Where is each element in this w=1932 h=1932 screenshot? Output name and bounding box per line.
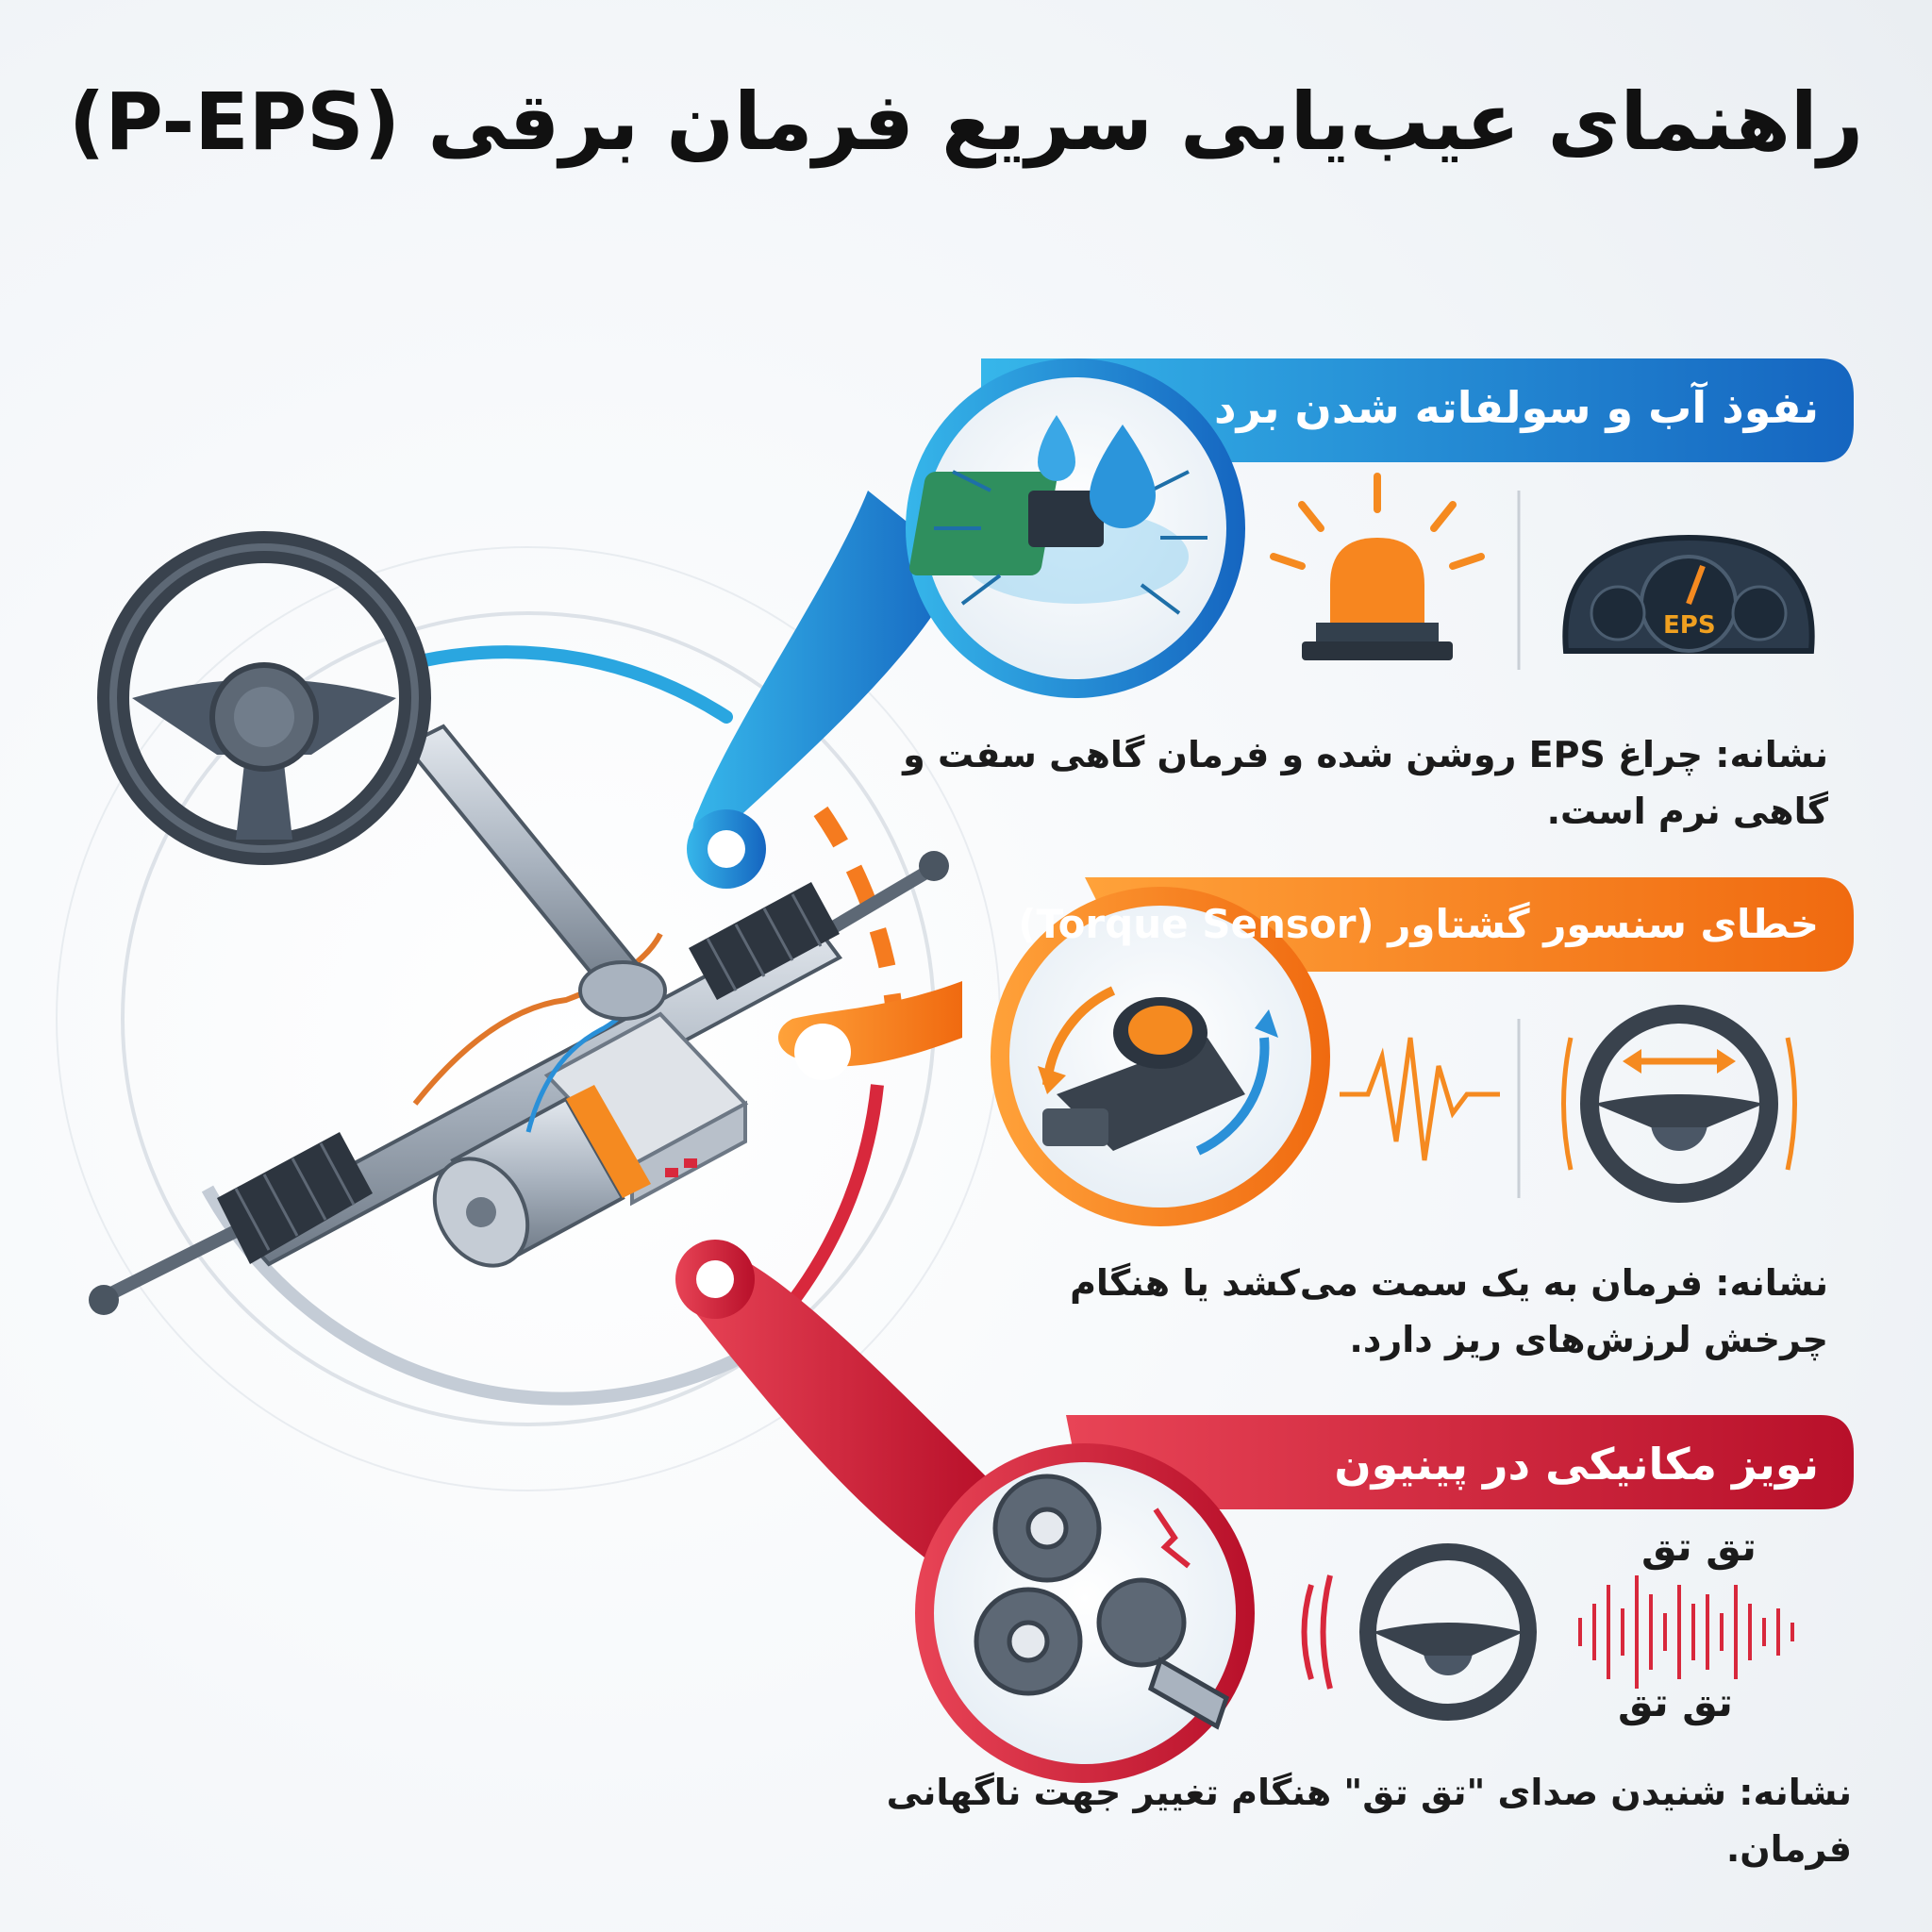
gears-icon <box>974 1474 1230 1730</box>
section-3-symptom: نشانه: شنیدن صدای "تق تق" هنگام تغییر جه… <box>814 1764 1852 1877</box>
gray-arc <box>201 1185 777 1406</box>
page-title: راهنمای عیب‌یابی سریع فرمان برقی (P-EPS) <box>68 75 1864 168</box>
red-arc <box>787 1084 884 1307</box>
sound-text-bottom: تق تق <box>1618 1679 1733 1725</box>
blue-arc <box>418 645 733 724</box>
section-2-heading: خطای سنسور گشتاور (Torque Sensor) <box>1018 901 1819 947</box>
section-1-heading: نفوذ آب و سولفاته شدن برد <box>1214 382 1819 433</box>
warning-beacon-icon <box>1270 473 1485 660</box>
section-2-symptom: نشانه: فرمان به یک سمت می‌کشد یا هنگام چ… <box>979 1255 1828 1368</box>
section-1-symptom-line-2: گاهی نرم است. <box>1546 791 1828 832</box>
torque-sensor-icon <box>1038 986 1278 1156</box>
steering-rack-assembly-icon <box>89 531 949 1315</box>
wet-circuit-board-icon <box>909 415 1208 615</box>
vibrating-steering-wheel-icon <box>1561 1005 1797 1203</box>
sound-wave-icon <box>1578 1575 1794 1689</box>
dashboard-gauge-icon <box>1562 534 1815 654</box>
section-3-heading: نویز مکانیکی در پینیون <box>1334 1439 1819 1490</box>
steering-wheel-noise-icon <box>1301 1543 1537 1721</box>
blue-callout <box>687 358 1854 889</box>
section-3-symptom-line-2: فرمان. <box>1725 1828 1852 1870</box>
section-2-symptom-line-1: نشانه: فرمان به یک سمت می‌کشد یا هنگام <box>1070 1262 1828 1304</box>
section-2-symptom-line-2: چرخش لرزش‌های ریز دارد. <box>1349 1319 1828 1360</box>
eps-dash-label: EPS <box>1663 611 1716 640</box>
sound-text-top: تق تق <box>1641 1524 1757 1570</box>
section-1-symptom-line-1: نشانه: چراغ EPS روشن شده و فرمان گاهی سف… <box>903 734 1828 775</box>
signal-wave-icon <box>1340 1037 1500 1161</box>
section-3-symptom-line-1: نشانه: شنیدن صدای "تق تق" هنگام تغییر جه… <box>886 1772 1852 1813</box>
section-1-symptom: نشانه: چراغ EPS روشن شده و فرمان گاهی سف… <box>885 726 1828 840</box>
